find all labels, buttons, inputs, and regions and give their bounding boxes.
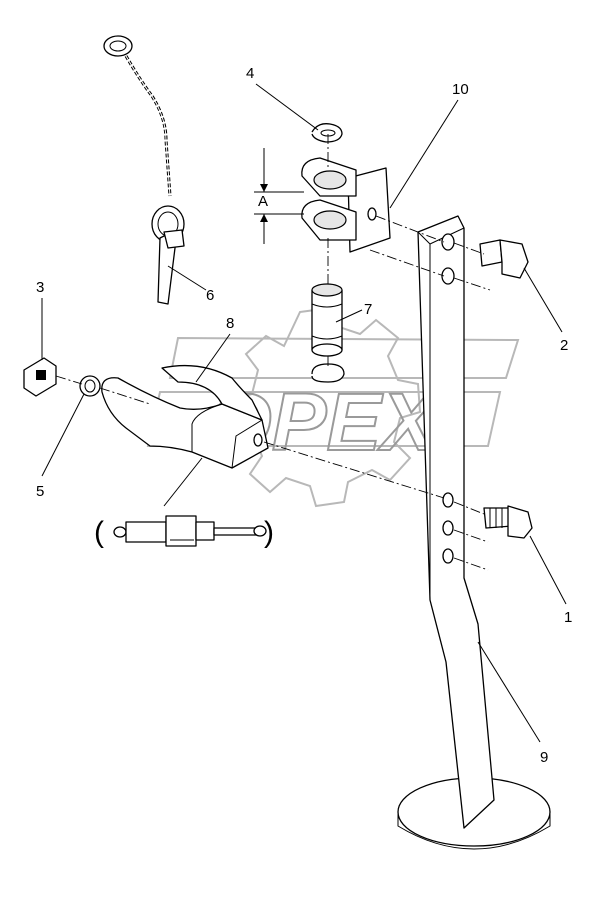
callout-1: 1 <box>564 609 572 626</box>
part-7-pin <box>311 283 345 383</box>
optional-close-paren: ) <box>264 516 274 549</box>
optional-open-paren: ( <box>94 516 104 549</box>
dimension-label: A <box>258 193 268 210</box>
part-5-washer <box>79 375 101 397</box>
assembly-lines <box>55 134 491 571</box>
part-3-nut <box>23 357 57 397</box>
callout-3: 3 <box>36 279 44 296</box>
callout-7: 7 <box>364 301 372 318</box>
part-2-bolt <box>479 239 529 279</box>
dimension-a: A <box>254 148 304 244</box>
part-4-circlip <box>311 123 343 143</box>
callout-8: 8 <box>226 315 234 332</box>
part-8-holder <box>101 364 269 469</box>
callout-2: 2 <box>560 337 568 354</box>
callout-9: 9 <box>540 749 548 766</box>
optional-cylinder: ( ) <box>94 515 274 549</box>
callouts: 4 10 2 3 5 6 7 8 1 9 <box>36 65 572 766</box>
part-1-bolt <box>483 505 533 539</box>
part-6-lynch-pin <box>103 35 185 305</box>
leader-lines <box>41 83 567 743</box>
callout-5: 5 <box>36 483 44 500</box>
watermark-gear-icon <box>231 306 422 508</box>
part-9-stand <box>397 215 551 850</box>
callout-10: 10 <box>452 81 469 98</box>
callout-4: 4 <box>246 65 254 82</box>
part-10-bracket <box>301 157 391 253</box>
callout-6: 6 <box>206 287 214 304</box>
